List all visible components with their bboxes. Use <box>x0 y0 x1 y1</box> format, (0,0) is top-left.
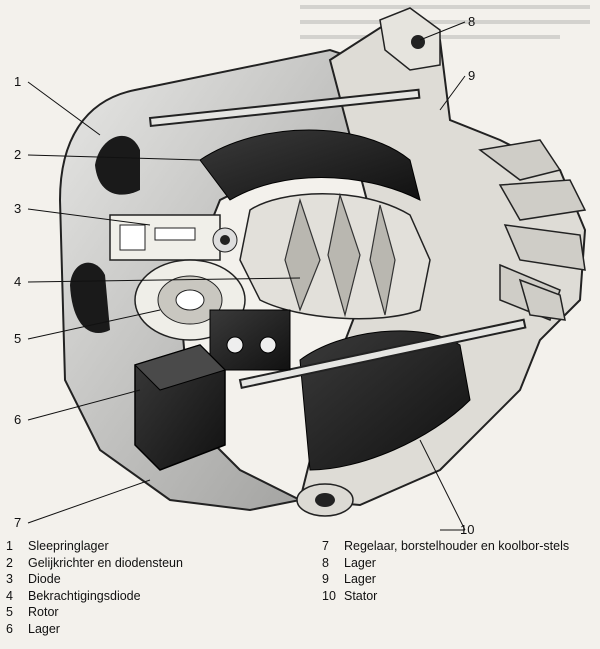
mounting-ear <box>379 7 441 71</box>
end-shield-window <box>95 135 140 195</box>
callout-2: 2 <box>14 147 22 162</box>
callout-3: 3 <box>14 201 22 216</box>
fan <box>478 139 587 321</box>
stator-top <box>199 129 421 201</box>
callout-7: 7 <box>14 515 22 530</box>
through-bolts <box>148 88 527 390</box>
regulator-box <box>134 344 226 471</box>
callout-6: 6 <box>14 412 22 427</box>
leader-lines <box>27 21 466 531</box>
diode-block <box>209 309 291 371</box>
callout-1: 1 <box>14 74 22 89</box>
background-text <box>300 5 590 39</box>
callout-10: 10 <box>460 522 475 537</box>
alternator-illustration <box>27 5 590 531</box>
callout-5: 5 <box>14 331 22 346</box>
callout-8: 8 <box>468 14 476 29</box>
regulator-assembly <box>109 214 238 261</box>
callout-9: 9 <box>468 68 476 83</box>
callout-4: 4 <box>14 274 22 289</box>
